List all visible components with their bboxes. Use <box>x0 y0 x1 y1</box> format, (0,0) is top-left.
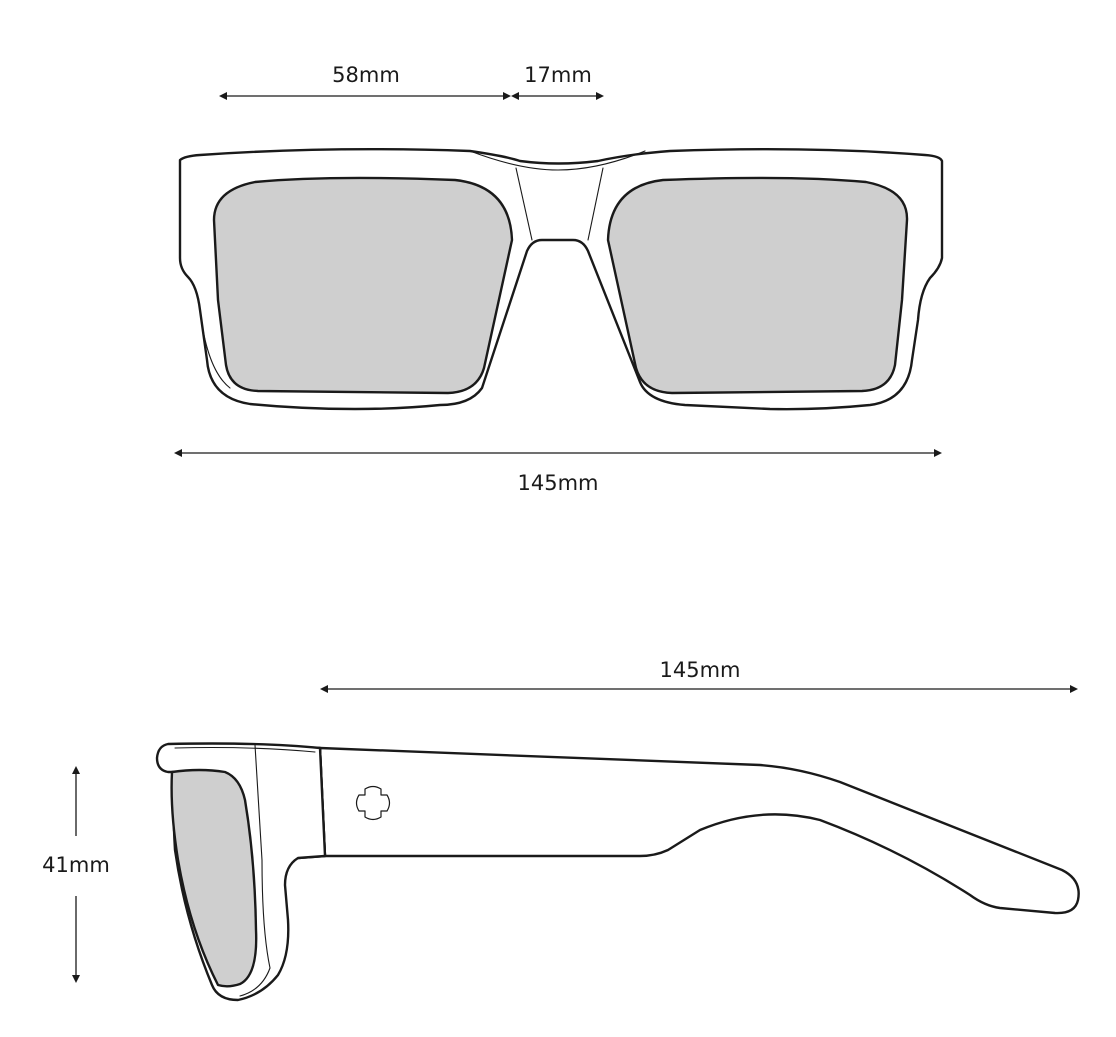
total-width-dimension: 145mm <box>174 449 942 495</box>
side-lens <box>170 768 258 988</box>
front-view: 58mm 17mm 145mm <box>174 63 944 495</box>
hinge-seam <box>254 744 263 861</box>
left-rim-inner <box>199 309 231 389</box>
lens-height-label: 41mm <box>42 853 110 877</box>
lens-height-dimension: 41mm <box>42 766 110 983</box>
bridge-upper-edge <box>469 150 646 171</box>
temple-arm <box>318 746 1080 915</box>
total-width-label: 145mm <box>518 471 599 495</box>
right-lens <box>606 176 909 395</box>
temple-length-label: 145mm <box>660 658 741 682</box>
frame-top-edge <box>167 742 321 749</box>
lens-width-label: 58mm <box>332 63 400 87</box>
bridge-width-label: 17mm <box>524 63 592 87</box>
frame-top-inner <box>174 746 316 753</box>
cross-logo-icon <box>355 785 391 821</box>
bridge-right-ridge <box>587 167 604 241</box>
bridge-width-dimension: 17mm <box>511 63 604 100</box>
lens-width-dimension: 58mm <box>219 63 511 100</box>
left-lens <box>212 176 514 395</box>
bridge-left-ridge <box>515 167 533 241</box>
temple-length-dimension: 145mm <box>320 658 1078 693</box>
frame-inner-curve <box>239 859 271 997</box>
side-view: 145mm 41mm <box>42 658 1080 1002</box>
